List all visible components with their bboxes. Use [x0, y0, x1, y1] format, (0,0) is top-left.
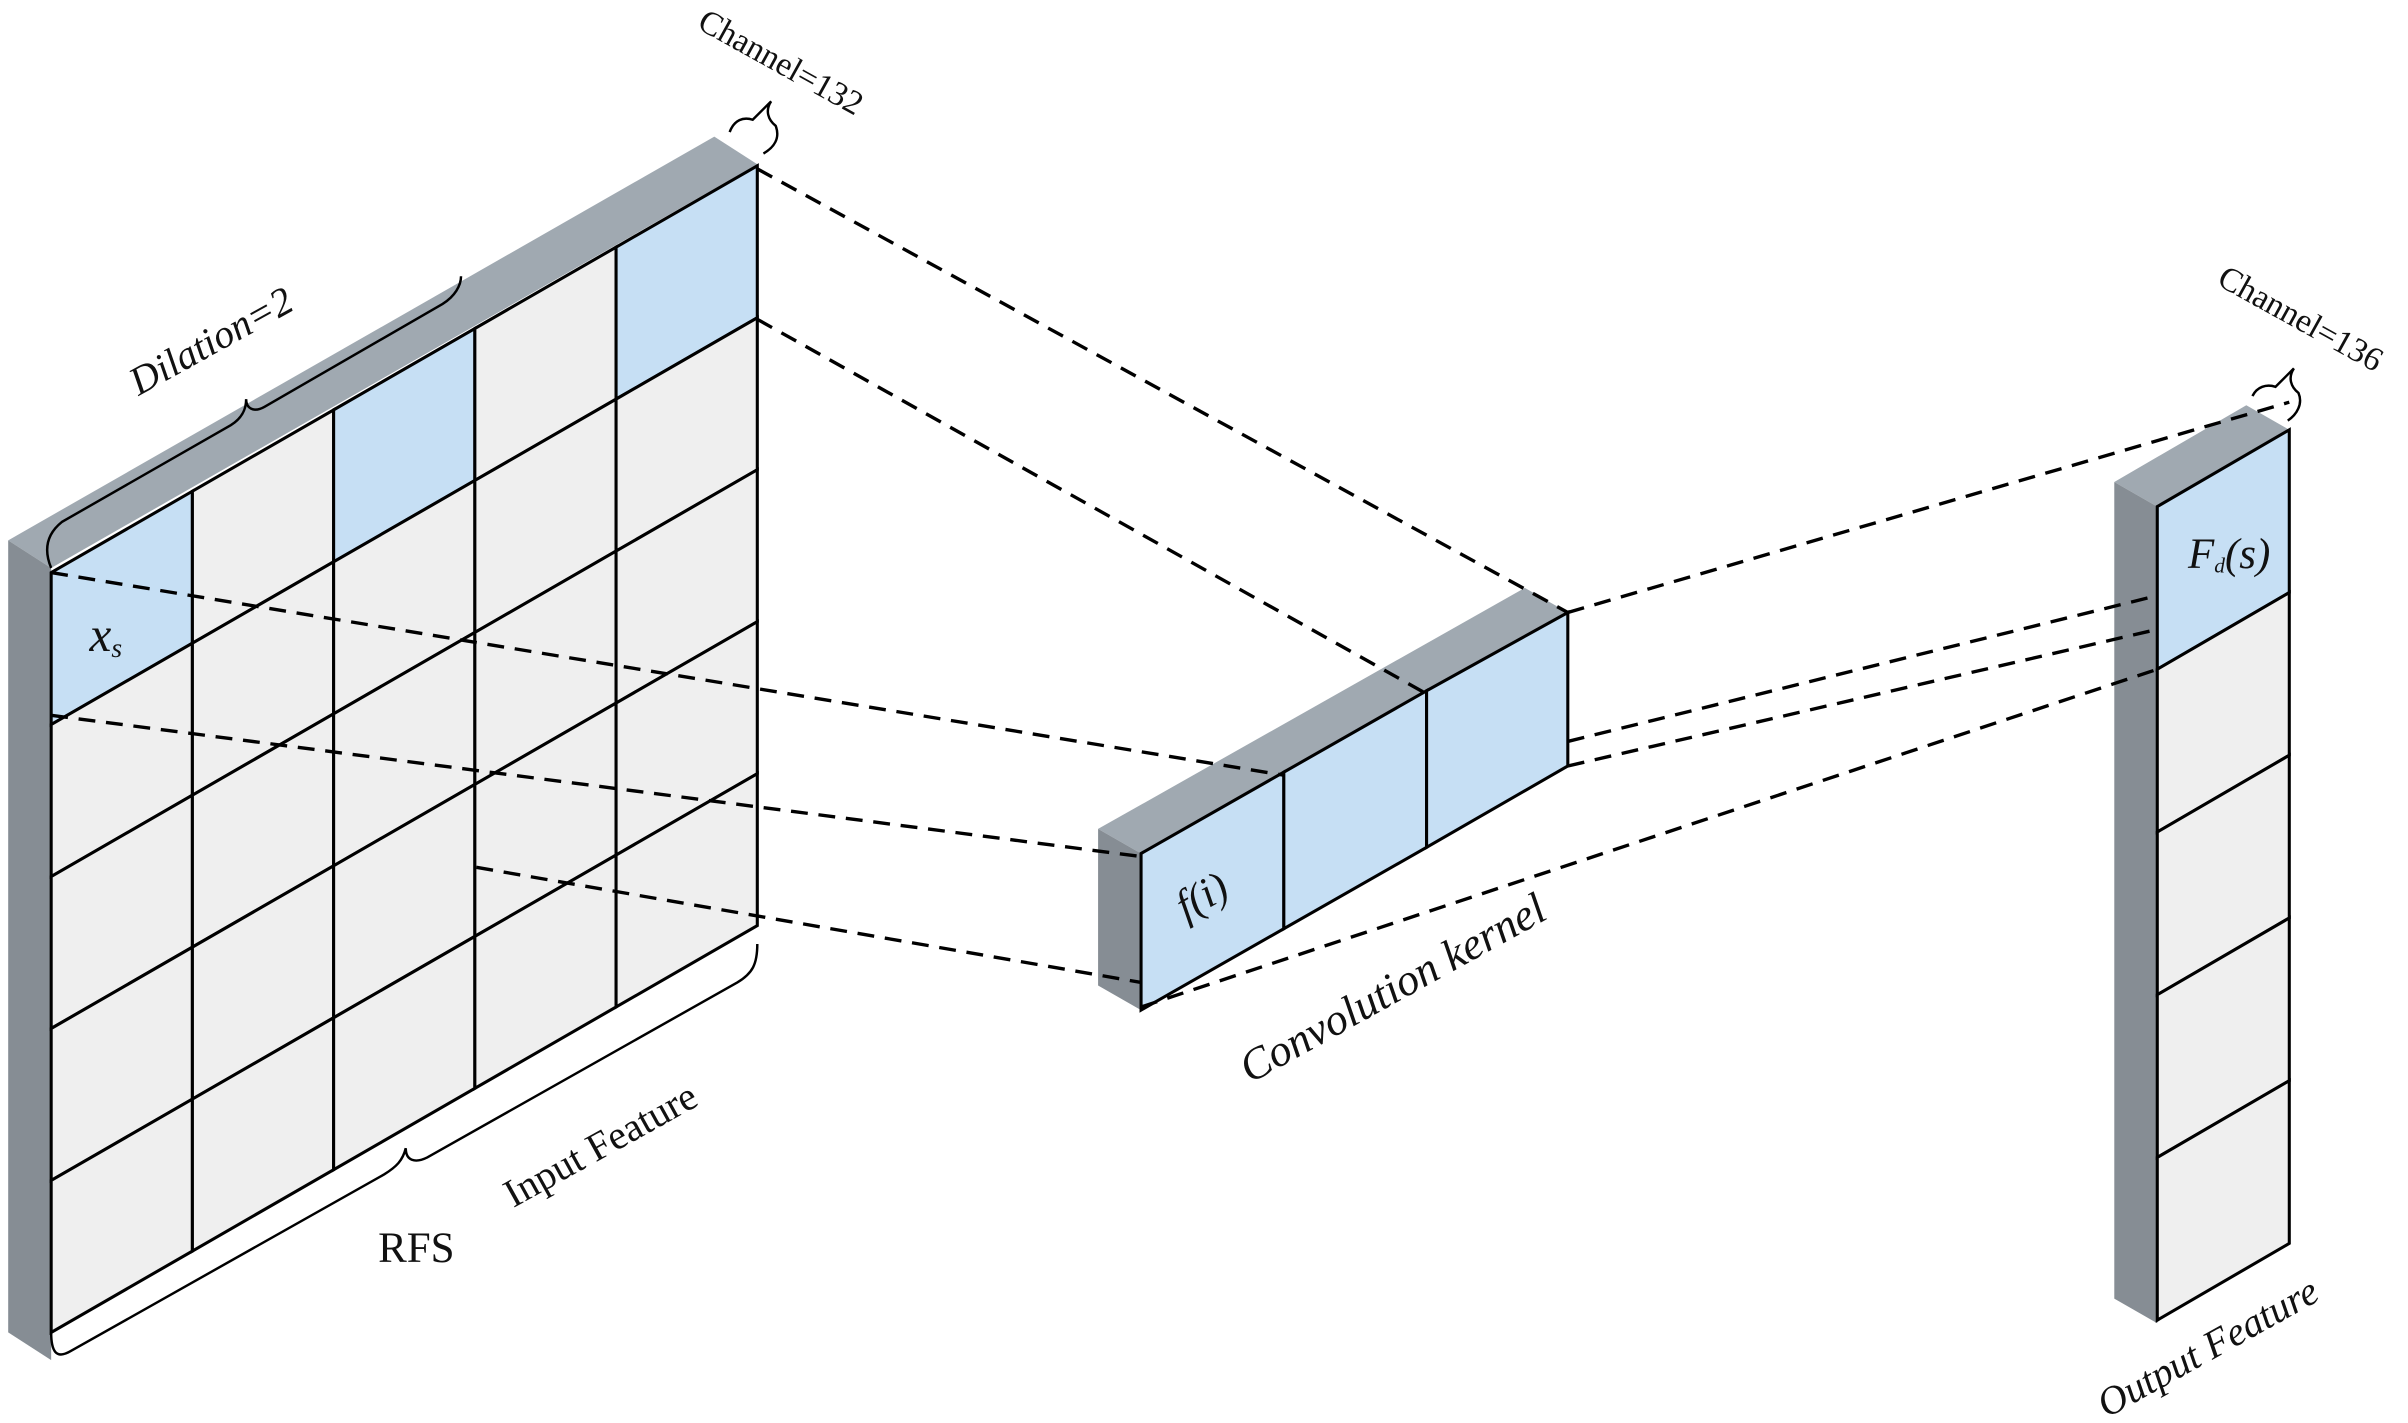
output-top-face [2114, 405, 2290, 507]
input-channel-label: Channel=132 [692, 2, 869, 123]
projection-line [50, 713, 1142, 859]
output-feature-map [2114, 405, 2291, 1324]
input-grid [49, 163, 759, 1336]
output-side-face [2114, 482, 2158, 1324]
output-channel-brace [2251, 367, 2302, 422]
convolution-kernel [1098, 587, 1570, 1013]
dilation-label: Dilation=2 [120, 277, 300, 404]
kernel-top-face [1098, 587, 1568, 854]
projection-line [756, 317, 1428, 696]
braces [45, 100, 2302, 1356]
projection-line [1140, 667, 2158, 1009]
input-feature-label: Input Feature [496, 1073, 705, 1216]
rfs-label: RFS [378, 1225, 454, 1272]
output-cells [2155, 427, 2291, 1323]
input-cell-label: xs [89, 607, 123, 663]
kernel-side-face [1098, 828, 1142, 1011]
projection-lines [50, 167, 2290, 1009]
rfs-brace [49, 944, 759, 1356]
input-side-face [8, 540, 52, 1361]
projection-line [756, 167, 1569, 614]
dilation-brace [45, 276, 463, 569]
projection-line [1567, 593, 2158, 744]
output-cell [2155, 1078, 2291, 1323]
output-cell-label: Fd(s) [2187, 531, 2270, 578]
input-feature-map [8, 136, 759, 1361]
input-channel-brace [728, 100, 779, 155]
output-channel-label: Channel=136 [2212, 259, 2389, 380]
projection-line [1567, 400, 2290, 615]
projection-line [50, 570, 1285, 777]
projection-line [476, 865, 1142, 985]
projection-line [1567, 627, 2158, 768]
input-top-face [8, 136, 758, 568]
